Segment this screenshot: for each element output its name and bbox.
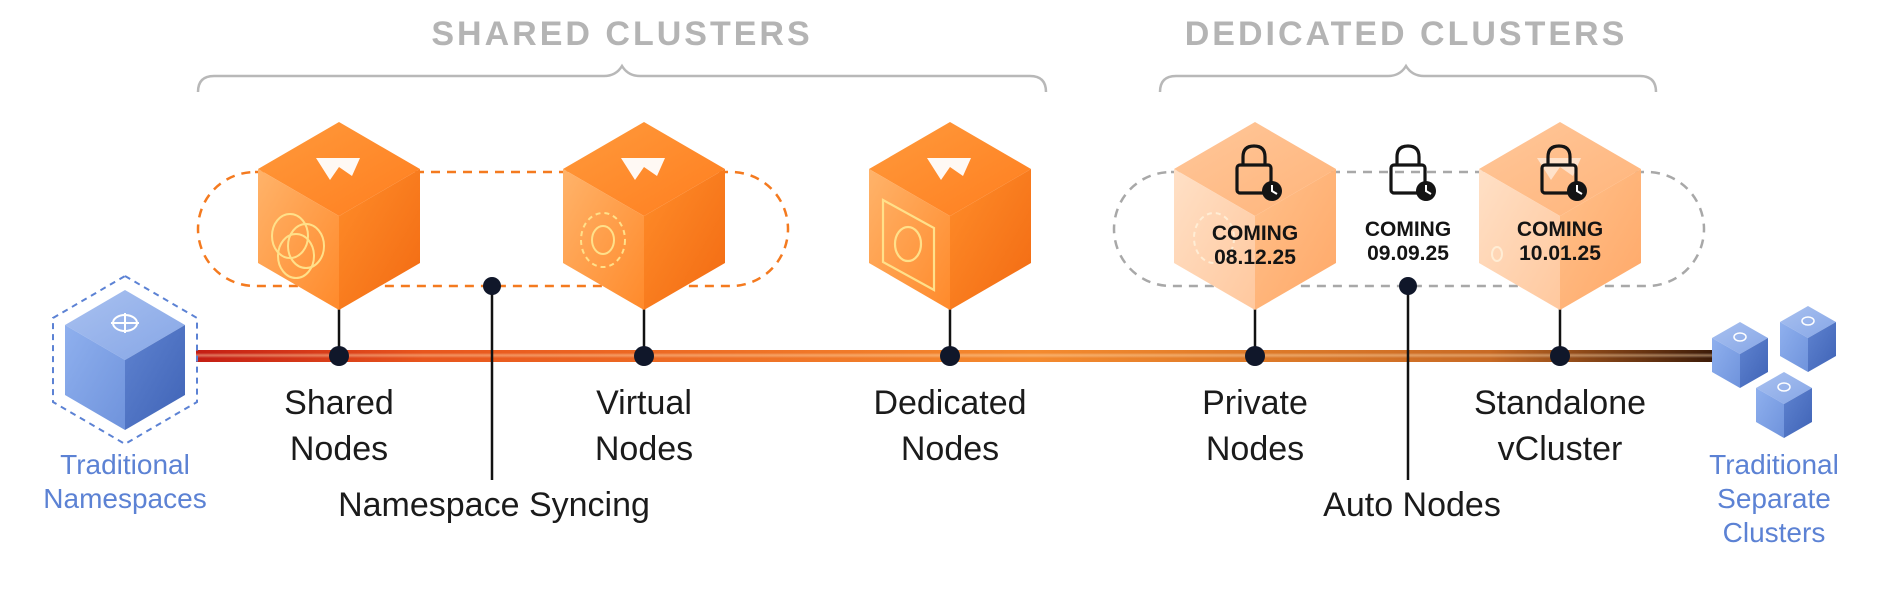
auto-nodes-coming-label: COMING — [1365, 218, 1451, 241]
standalone-coming-date: 10.01.25 — [1519, 242, 1601, 265]
namespace-syncing-dot — [483, 277, 501, 295]
dedicated-clusters-header: DEDICATED CLUSTERS — [1185, 15, 1628, 53]
namespace-syncing-label: Namespace Syncing — [338, 486, 650, 524]
kubernetes-helm-icon — [1777, 382, 1791, 392]
traditional-namespaces-cube — [52, 274, 198, 446]
virtual-nodes-label-line1: Virtual — [596, 384, 692, 422]
shared-clusters-bracket — [196, 63, 1048, 93]
private-nodes-dot — [1245, 346, 1265, 366]
lock-clock-icon — [1389, 144, 1436, 201]
lock-clock-icon — [1540, 144, 1587, 201]
namespace-syncing-group — [196, 170, 790, 288]
boxed-circle-icon — [881, 198, 936, 292]
dedicated-nodes-label-line2: Nodes — [901, 430, 999, 468]
traditional-namespaces-label-line1: Traditional — [60, 449, 190, 480]
kubernetes-helm-icon — [1801, 316, 1815, 326]
lock-clock-icon — [1235, 144, 1282, 201]
standalone-vcluster-cube — [1479, 122, 1641, 310]
vcluster-logo-icon — [927, 158, 971, 180]
virtual-nodes-cube — [563, 122, 725, 310]
dedicated-clusters-bracket — [1158, 63, 1658, 93]
traditional-separate-clusters-cubes — [1712, 306, 1836, 438]
shared-nodes-label-line2: Nodes — [290, 430, 388, 468]
shared-clusters-header: SHARED CLUSTERS — [431, 15, 812, 53]
dedicated-nodes-cube — [869, 122, 1031, 310]
auto-nodes-dot — [1399, 277, 1417, 295]
overlapping-circles-icon — [271, 213, 325, 279]
private-nodes-coming-label: COMING — [1212, 222, 1298, 245]
traditional-separate-clusters-label-line1: Traditional — [1709, 449, 1839, 480]
traditional-namespaces-label-line2: Namespaces — [43, 483, 206, 514]
vcluster-logo-icon — [621, 158, 665, 180]
private-nodes-label-line2: Nodes — [1206, 430, 1304, 468]
standalone-vcluster-label-line2: vCluster — [1498, 430, 1623, 468]
private-nodes-cube — [1174, 122, 1336, 310]
traditional-separate-clusters-label-line2: Separate — [1717, 483, 1831, 514]
shared-nodes-label-line1: Shared — [284, 384, 394, 422]
cluster-cube-3 — [1756, 372, 1812, 438]
auto-nodes-group — [1112, 170, 1706, 288]
private-nodes-coming-date: 08.12.25 — [1214, 246, 1296, 269]
virtual-nodes-label-line2: Nodes — [595, 430, 693, 468]
dedicated-nodes-label-line1: Dedicated — [873, 384, 1026, 422]
cluster-cube-2 — [1780, 306, 1836, 372]
standalone-coming-label: COMING — [1517, 218, 1603, 241]
shared-nodes-cube — [258, 122, 420, 310]
dedicated-nodes-dot — [940, 346, 960, 366]
private-nodes-label-line1: Private — [1202, 384, 1308, 422]
cluster-cube-1 — [1712, 322, 1768, 388]
vcluster-logo-icon — [316, 158, 360, 180]
traditional-separate-clusters-label-line3: Clusters — [1723, 517, 1826, 548]
standalone-vcluster-label-line1: Standalone — [1474, 384, 1646, 422]
auto-nodes-coming-date: 09.09.25 — [1367, 242, 1449, 265]
kubernetes-helm-icon — [1733, 332, 1747, 342]
virtual-nodes-dot — [634, 346, 654, 366]
shared-nodes-dot — [329, 346, 349, 366]
dashed-circle-icon — [580, 212, 626, 268]
kubernetes-helm-icon — [111, 313, 139, 333]
auto-nodes-label: Auto Nodes — [1323, 486, 1501, 524]
standalone-vcluster-dot — [1550, 346, 1570, 366]
auto-nodes-lock — [1389, 144, 1436, 201]
